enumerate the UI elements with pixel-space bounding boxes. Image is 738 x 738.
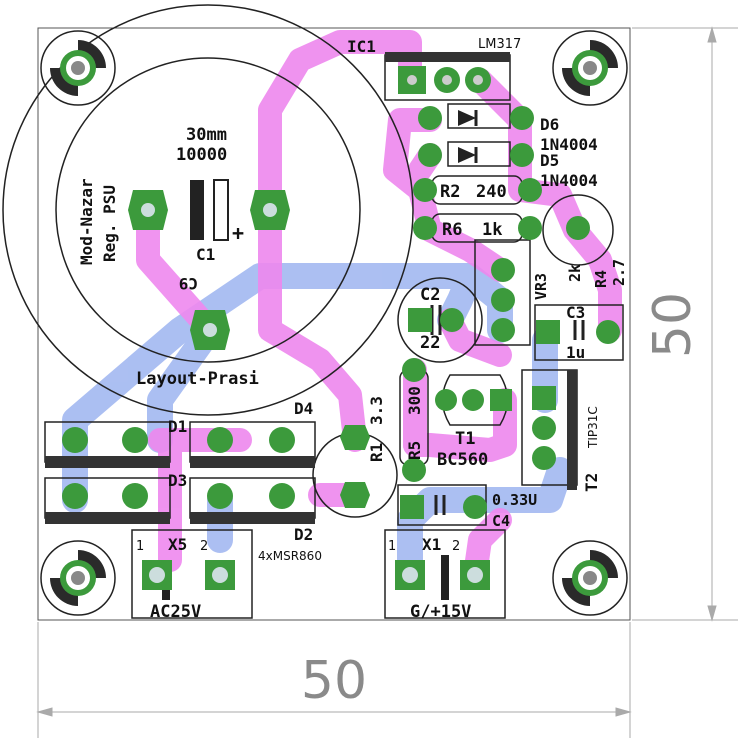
d6-value: 1N4004 bbox=[540, 135, 598, 154]
x5-label: AC25V bbox=[150, 602, 201, 622]
cap-spec-line2: 10000 bbox=[176, 145, 227, 165]
r4-outline bbox=[542, 194, 614, 266]
caption: Layout-Prasi bbox=[136, 369, 259, 389]
c1-symbol: + bbox=[190, 179, 244, 245]
r6-ref: R6 bbox=[442, 220, 462, 240]
d6-ref: D6 bbox=[540, 115, 559, 134]
mount-hole-tl bbox=[40, 30, 116, 106]
cap-spec-line1: 30mm bbox=[186, 125, 227, 145]
bridge-value: 4xMSR860 bbox=[258, 549, 322, 563]
r5-ref: R5 bbox=[405, 441, 424, 460]
x5-pin1: 1 bbox=[136, 539, 144, 554]
pads bbox=[62, 66, 620, 590]
c1-mirror: C9 bbox=[179, 274, 198, 293]
vr3-body bbox=[474, 239, 531, 346]
r5-value: 300 bbox=[405, 386, 424, 415]
c4-ref: C4 bbox=[492, 512, 510, 530]
dimension-height: 50 bbox=[643, 292, 703, 358]
diode-tabs bbox=[45, 52, 577, 524]
r4-ref: R4 bbox=[592, 270, 610, 288]
x1-ref: X1 bbox=[422, 535, 441, 554]
x5-ref: X5 bbox=[168, 535, 187, 554]
vr3-value: 2k bbox=[566, 264, 584, 282]
ic1-ref: IC1 bbox=[347, 37, 376, 56]
t2-ref: T2 bbox=[582, 473, 601, 492]
d2-ref: D2 bbox=[294, 525, 313, 544]
title-line1: Mod-Nazar bbox=[77, 178, 96, 265]
r1-value: 3.3 bbox=[367, 396, 386, 425]
x5-body bbox=[131, 529, 253, 619]
c3-ref: C3 bbox=[566, 303, 585, 322]
svg-text:+: + bbox=[232, 221, 244, 245]
c1-outline-inner bbox=[55, 57, 361, 363]
d5-body bbox=[447, 141, 511, 167]
c3-body bbox=[534, 304, 624, 361]
r2-ref: R2 bbox=[440, 182, 460, 202]
d5-value: 1N4004 bbox=[540, 171, 598, 190]
mount-hole-br bbox=[552, 540, 628, 616]
x1-label: G/+15V bbox=[410, 602, 471, 622]
mount-hole-bl bbox=[40, 540, 116, 616]
c2-ref: C2 bbox=[420, 285, 440, 305]
x1-pin1: 1 bbox=[388, 539, 396, 554]
r4-value: 2.7 bbox=[610, 259, 628, 286]
d5-ref: D5 bbox=[540, 151, 559, 170]
d1-ref: D1 bbox=[168, 417, 187, 436]
c1-ref: C1 bbox=[196, 245, 215, 264]
c3-value: 1u bbox=[566, 343, 585, 362]
title-line2: Reg. PSU bbox=[100, 185, 119, 262]
c2-value: 22 bbox=[420, 333, 440, 353]
dimension-lines bbox=[36, 26, 738, 738]
r6-value: 1k bbox=[482, 220, 502, 240]
mount-hole-tr bbox=[552, 30, 628, 106]
ic1-value: LM317 bbox=[478, 37, 521, 52]
t2-value: TIP31C bbox=[586, 406, 600, 449]
d4-ref: D4 bbox=[294, 399, 313, 418]
c1-outline-outer bbox=[2, 4, 414, 416]
dimension-width: 50 bbox=[301, 651, 367, 711]
vr3-ref: VR3 bbox=[532, 273, 550, 300]
r1-ref: R1 bbox=[367, 443, 386, 462]
t1-ref: T1 bbox=[455, 429, 475, 449]
c2-outline bbox=[397, 277, 483, 363]
t1-value: BC560 bbox=[437, 450, 488, 470]
r2-value: 240 bbox=[476, 182, 507, 202]
d6-body bbox=[447, 103, 511, 129]
d3-ref: D3 bbox=[168, 471, 187, 490]
mount-holes bbox=[40, 30, 628, 616]
x1-pin2: 2 bbox=[452, 539, 460, 554]
x5-pin2: 2 bbox=[200, 539, 208, 554]
c4-value: 0.33U bbox=[492, 491, 537, 509]
x1-body bbox=[384, 529, 506, 619]
